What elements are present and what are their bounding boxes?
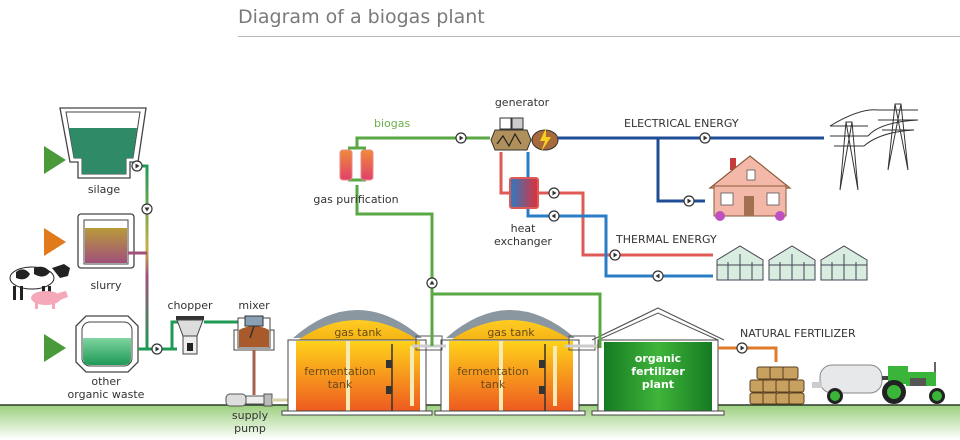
- supply-pump-icon: [225, 393, 273, 407]
- flow-direction-icon: [609, 249, 621, 261]
- supply-pump-label-2: pump: [234, 422, 266, 435]
- thermal-pipes: [499, 152, 713, 278]
- fertilizer-plant-label-3: plant: [642, 378, 674, 391]
- slurry-tanker-icon: [812, 364, 883, 404]
- flow-direction-icon: [548, 187, 560, 199]
- slurry-label: slurry: [90, 279, 122, 292]
- mixer-label: mixer: [238, 299, 270, 312]
- flow-direction-icon: [699, 132, 711, 144]
- fermentation-tank-1: [281, 310, 433, 416]
- tractor-icon: [882, 362, 945, 404]
- lightning-icon: [540, 128, 551, 152]
- mixer-icon: [233, 315, 275, 351]
- flow-direction-icon: [131, 160, 143, 172]
- orange-arrow-icon: [44, 228, 66, 256]
- gas-tank-2-label: gas tank: [487, 326, 535, 339]
- other-waste-label-1: other: [91, 375, 121, 388]
- fermentation-tank-2-label-2: tank: [481, 378, 506, 391]
- pig-icon: [31, 291, 68, 309]
- title-divider: [238, 36, 960, 37]
- biogas-label: biogas: [374, 117, 410, 130]
- flow-direction-icon: [548, 210, 560, 222]
- greenhouse-icon: [716, 245, 868, 281]
- fermentation-tank-1-label-1: fermentation: [304, 365, 376, 378]
- generator-icon: [490, 117, 559, 151]
- flow-direction-icon: [455, 132, 467, 144]
- gas-tank-1-label: gas tank: [334, 326, 382, 339]
- fertilizer-plant-label-2: fertilizer: [631, 365, 685, 378]
- silage-label: silage: [88, 183, 121, 196]
- silage-hopper: [59, 107, 147, 179]
- flow-direction-icon: [736, 342, 748, 354]
- green-arrow-icon: [44, 146, 66, 174]
- house-icon: [708, 155, 792, 221]
- organic-waste-container: [75, 315, 139, 373]
- heat-exchanger-label-1: heat: [511, 222, 536, 235]
- fertilizer-plant: [591, 307, 725, 416]
- gas-purification-label: gas purification: [313, 193, 398, 206]
- natural-fertilizer-label: NATURAL FERTILIZER: [740, 327, 856, 340]
- generator-label: generator: [495, 96, 550, 109]
- power-pylon-icon: [829, 103, 919, 191]
- thermal-energy-label: THERMAL ENERGY: [615, 233, 717, 246]
- flow-direction-icon: [683, 195, 695, 207]
- green-arrow-icon: [44, 334, 66, 362]
- gas-purification-icon: [339, 149, 374, 181]
- electrical-energy-label: ELECTRICAL ENERGY: [624, 117, 739, 130]
- chopper-label: chopper: [167, 299, 212, 312]
- fertilizer-plant-label-1: organic: [635, 352, 681, 365]
- flow-direction-icon: [141, 203, 153, 215]
- fermentation-tank-1-label-2: tank: [328, 378, 353, 391]
- flow-direction-icon: [652, 270, 664, 282]
- flow-direction-icon: [426, 277, 438, 289]
- fermentation-tank-2-label-1: fermentation: [457, 365, 529, 378]
- flow-direction-icon: [151, 343, 163, 355]
- page-title: Diagram of a biogas plant: [238, 6, 485, 28]
- hay-bales-icon: [749, 366, 805, 405]
- other-waste-label-2: organic waste: [68, 388, 145, 401]
- fermentation-tank-2: [434, 310, 586, 416]
- slurry-tank: [77, 213, 135, 269]
- heat-exchanger-label-2: exchanger: [494, 235, 552, 248]
- chopper-icon: [176, 316, 204, 355]
- supply-pump-label-1: supply: [232, 409, 269, 422]
- heat-exchanger-icon: [509, 177, 539, 209]
